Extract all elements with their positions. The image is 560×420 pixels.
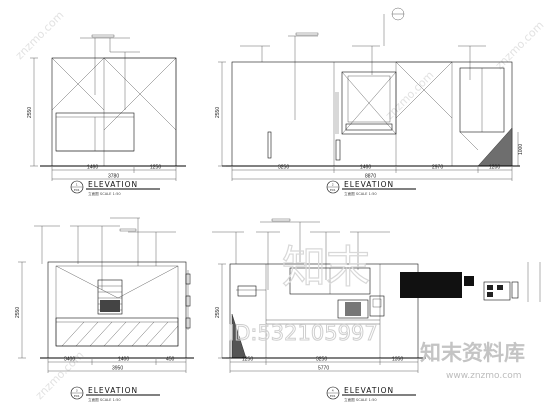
- elevation-3-leaders: [34, 217, 176, 290]
- elevation-2: 2550 1000 3250 1460 2970 1200 8870 2 E01…: [215, 7, 524, 196]
- elevation-4-total-width: 5770: [318, 366, 329, 372]
- diagonal-watermark-center: znzmo.com: [383, 69, 437, 123]
- elevation-3-ref-sheet: E01: [74, 394, 80, 398]
- elevation-2-width-dim-4: 1200: [489, 165, 500, 171]
- elevation-3-appliance: [97, 279, 123, 315]
- elevation-3-counter: [55, 317, 179, 347]
- elevation-2-ref-sheet: E01: [330, 188, 336, 192]
- elevation-2-width-dim-1: 3250: [278, 165, 289, 171]
- elevation-1-height-dim: 2550: [27, 107, 33, 118]
- elevation-3-ref-number: 3: [76, 389, 78, 393]
- diagonal-watermark-right: znzmo.com: [493, 19, 547, 73]
- elevation-3-width-dim-2: 1400: [118, 357, 129, 363]
- elevation-2-title: ELEVATION: [344, 180, 394, 189]
- watermark-overlay: 知末 ID:532105997 知末资料库 www.znzmo.com: [228, 241, 526, 381]
- elevation-1-total-width: 3780: [108, 174, 119, 180]
- elevation-4-ref-sheet: E01: [330, 394, 336, 398]
- elevation-2-total-width: 8870: [365, 174, 376, 180]
- elevation-2-side-dim: 1000: [518, 144, 524, 155]
- elevation-4-leaders: [212, 218, 390, 290]
- elevation-1-width-dim-1: 1460: [87, 165, 98, 171]
- elevation-4-width-dim-3: 1350: [392, 357, 403, 363]
- elevation-4-outlet-panel: [483, 281, 511, 301]
- elevation-3-height-dim: 2550: [15, 307, 21, 318]
- elevation-3: 2550 3400 1400 450 3950 3 E01 ELEVATION …: [15, 217, 194, 402]
- elevation-2-width-dim-2: 1460: [360, 165, 371, 171]
- elevation-1-leaders: [80, 34, 140, 110]
- elevation-4-subtitle: 立面图 SCALE 1:50: [344, 397, 377, 402]
- elevation-1-ref-number: 1: [76, 183, 78, 187]
- watermark-id: ID:532105997: [228, 321, 378, 345]
- elevation-1-title: ELEVATION: [88, 180, 138, 189]
- elevation-4-width-dim-1: 1250: [242, 357, 253, 363]
- elevation-1-outline: [51, 57, 177, 167]
- watermark-brand: 知末资料库: [420, 341, 525, 365]
- elevation-2-leaders: [240, 7, 486, 120]
- elevation-3-title: ELEVATION: [88, 386, 138, 395]
- elevation-4-appliance: [337, 299, 369, 319]
- elevation-3-subtitle: 立面图 SCALE 1:50: [88, 397, 121, 402]
- elevation-2-width-dim-3: 2970: [432, 165, 443, 171]
- elevation-3-counter-hatch: [61, 321, 179, 347]
- elevation-2-ref-number: 2: [332, 183, 334, 187]
- elevation-4-width-dim-2: 3250: [316, 357, 327, 363]
- watermark-logo: 知末: [282, 242, 370, 293]
- elevation-3-width-dim-3: 450: [166, 357, 175, 363]
- elevation-4-dark-panel: [400, 272, 462, 298]
- watermark-url: www.znzmo.com: [446, 371, 521, 381]
- elevation-4-title: ELEVATION: [344, 386, 394, 395]
- elevation-3-total-width: 3950: [112, 366, 123, 372]
- elevation-1-width-dim-2: 1250: [150, 165, 161, 171]
- elevation-2-hatch: [477, 127, 513, 167]
- elevation-4-ref-number: 4: [332, 389, 334, 393]
- elevation-1-ref-sheet: E01: [74, 188, 80, 192]
- elevation-4-height-dim: 2550: [215, 307, 221, 318]
- elevation-2-subtitle: 立面图 SCALE 1:50: [344, 191, 377, 196]
- elevation-3-width-dim-1: 3400: [64, 357, 75, 363]
- elevation-2-height-dim: 2550: [215, 107, 221, 118]
- elevation-1-subtitle: 立面图 SCALE 1:50: [88, 191, 121, 196]
- elevation-4: 2550 1250 3250 1350 5770 4 E01 ELEVATION…: [212, 218, 541, 402]
- diagonal-watermark-left: znzmo.com: [13, 9, 67, 63]
- elevation-1: 2550 1460 1250 3780 1 E01 ELEVATION 立面图 …: [27, 34, 186, 196]
